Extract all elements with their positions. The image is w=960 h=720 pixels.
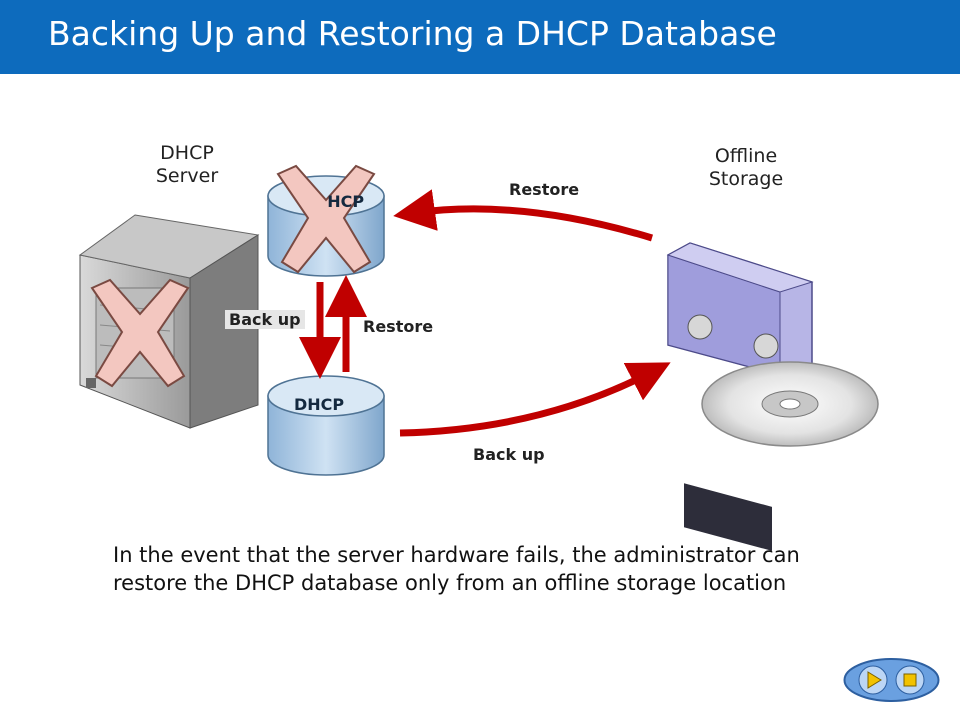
db-primary-label: DHCP xyxy=(314,192,365,211)
optical-disc-icon xyxy=(701,361,879,447)
stop-square-icon[interactable] xyxy=(895,665,925,695)
arrow-restore-from-storage xyxy=(393,189,654,242)
backup-down-label: Back up xyxy=(225,310,305,329)
slide-nav-controls xyxy=(843,658,940,702)
failure-x-icon xyxy=(90,278,190,388)
backup-to-storage-label: Back up xyxy=(473,445,545,464)
db-backup-label: DHCP xyxy=(294,395,345,414)
description-text: In the event that the server hardware fa… xyxy=(113,543,800,595)
restore-from-storage-label: Restore xyxy=(509,180,580,199)
failure-x-icon xyxy=(276,164,376,274)
server-label: DHCP Server xyxy=(155,142,219,187)
tape-cartridge-icon xyxy=(666,242,814,551)
restore-up-label: Restore xyxy=(363,317,434,336)
database-backup-icon xyxy=(267,375,385,476)
slide-title: Backing Up and Restoring a DHCP Database xyxy=(48,14,777,53)
title-bar: Backing Up and Restoring a DHCP Database xyxy=(0,0,960,74)
storage-label: Offline Storage xyxy=(708,145,784,190)
arrow-backup-to-storage xyxy=(399,362,671,437)
play-triangle-icon[interactable] xyxy=(858,665,888,695)
